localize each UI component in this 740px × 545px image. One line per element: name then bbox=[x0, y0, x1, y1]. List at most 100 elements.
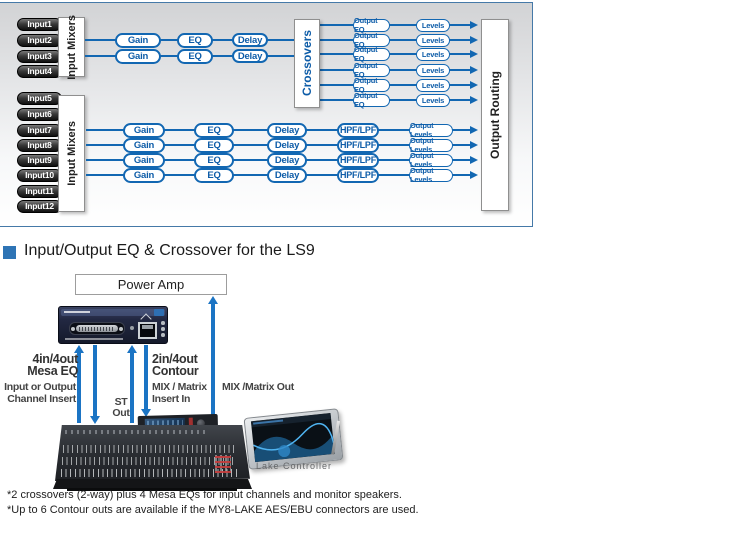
input-badge: Input6 bbox=[17, 107, 62, 121]
card-led bbox=[161, 333, 165, 337]
delay-block: Delay bbox=[267, 137, 307, 153]
output-routing-label: Output Routing bbox=[488, 71, 502, 159]
arrow-line bbox=[93, 345, 97, 416]
connector-pins bbox=[76, 325, 118, 332]
output-levels-block: Output Levels bbox=[409, 121, 453, 139]
arrow-up-icon bbox=[208, 296, 218, 304]
connector-pin-dots bbox=[79, 326, 115, 331]
eq-block: EQ bbox=[177, 48, 213, 64]
delay-block: Delay bbox=[267, 152, 307, 168]
eq-block: EQ bbox=[177, 32, 213, 48]
console-body bbox=[55, 425, 250, 481]
card-print bbox=[65, 337, 123, 340]
delay-block: Delay bbox=[267, 122, 307, 138]
eq-block: EQ bbox=[194, 122, 234, 138]
mesa-eq-label-line1: 4in/4out bbox=[32, 352, 78, 366]
delay-block: Delay bbox=[232, 49, 268, 63]
hpf-lpf-block: HPF/LPF bbox=[337, 122, 379, 138]
levels-block: Levels bbox=[416, 78, 450, 92]
crossovers-box: Crossovers bbox=[294, 19, 320, 108]
hpf-lpf-block: HPF/LPF bbox=[337, 167, 379, 183]
hpf-lpf-block: HPF/LPF bbox=[337, 152, 379, 168]
input-badge: Input3 bbox=[17, 49, 62, 63]
crossovers-label: Crossovers bbox=[300, 30, 314, 97]
input-mixers-box-2: Input Mixers bbox=[58, 95, 85, 212]
card-logo-badge bbox=[154, 309, 164, 316]
arrow-up-icon bbox=[74, 345, 84, 353]
arrow-line bbox=[77, 353, 81, 423]
arrowhead-icon bbox=[470, 80, 478, 89]
output-levels-block: Output Levels bbox=[409, 151, 453, 169]
arrowhead-icon bbox=[470, 20, 478, 29]
console-knob-row bbox=[65, 430, 205, 434]
signal-line bbox=[320, 39, 470, 41]
gain-block: Gain bbox=[123, 122, 165, 138]
card-led bbox=[161, 327, 165, 331]
console-button-cluster bbox=[215, 455, 231, 473]
console-fader-row bbox=[63, 445, 235, 453]
arrowhead-icon bbox=[470, 170, 478, 179]
mix-matrix-insert-label-line2: Insert In bbox=[152, 393, 191, 405]
eq-block: EQ bbox=[194, 167, 234, 183]
tablet-screen-graphics bbox=[250, 412, 335, 463]
contour-label-line1: 2in/4out bbox=[152, 352, 198, 366]
output-levels-block: Output Levels bbox=[409, 136, 453, 154]
output-levels-block: Output Levels bbox=[409, 166, 453, 184]
hpf-lpf-block: HPF/LPF bbox=[337, 137, 379, 153]
gain-block: Gain bbox=[123, 167, 165, 183]
eq-block: EQ bbox=[194, 137, 234, 153]
card-led bbox=[161, 321, 165, 325]
input-badge: Input2 bbox=[17, 33, 62, 47]
multipin-connector bbox=[69, 322, 125, 335]
footnote-2: *Up to 6 Contour outs are available if t… bbox=[7, 504, 419, 516]
eq-block: EQ bbox=[194, 152, 234, 168]
arrowhead-icon bbox=[470, 155, 478, 164]
st-out-label-line2: Out bbox=[112, 407, 130, 419]
input-mixers-label: Input Mixers bbox=[65, 121, 78, 186]
input-badge: Input11 bbox=[17, 184, 62, 198]
signal-line bbox=[320, 24, 470, 26]
signal-flow-panel: Input1 Input2 Input3 Input4 Input5 Input… bbox=[0, 2, 533, 227]
arrowhead-icon bbox=[470, 95, 478, 104]
card-print bbox=[64, 311, 90, 313]
output-eq-block: Output EQ bbox=[353, 91, 390, 109]
output-eq-block: Output EQ bbox=[353, 61, 390, 79]
gain-block: Gain bbox=[115, 32, 161, 48]
input-badge: Input10 bbox=[17, 168, 62, 182]
power-amp-box: Power Amp bbox=[75, 274, 227, 295]
heading-bullet-icon bbox=[3, 246, 16, 259]
input-mixers-label: Input Mixers bbox=[65, 14, 78, 80]
delay-block: Delay bbox=[267, 167, 307, 183]
levels-block: Levels bbox=[416, 47, 450, 61]
channel-insert-label-line2: Channel Insert bbox=[7, 393, 76, 405]
input-badge: Input8 bbox=[17, 138, 62, 152]
arrowhead-icon bbox=[470, 65, 478, 74]
arrowhead-icon bbox=[470, 35, 478, 44]
my8-lake-card bbox=[58, 306, 168, 344]
arrow-line bbox=[144, 345, 148, 409]
card-top-strip bbox=[61, 309, 165, 316]
delay-block: Delay bbox=[232, 33, 268, 47]
console-fader-row bbox=[62, 457, 237, 465]
input-mixers-box-1: Input Mixers bbox=[58, 14, 85, 80]
arrow-down-icon bbox=[141, 409, 151, 417]
signal-line bbox=[320, 84, 470, 86]
arrow-up-icon bbox=[127, 345, 137, 353]
mix-matrix-out-label: MIX /Matrix Out bbox=[222, 381, 294, 393]
signal-line bbox=[320, 99, 470, 101]
levels-block: Levels bbox=[416, 63, 450, 77]
levels-block: Levels bbox=[416, 33, 450, 47]
input-badge: Input5 bbox=[17, 91, 62, 105]
ls9-console bbox=[53, 413, 252, 491]
signal-line bbox=[320, 69, 470, 71]
console-fader-row bbox=[61, 469, 239, 477]
console-foot bbox=[67, 488, 237, 491]
lake-controller-label: Lake Controller bbox=[256, 461, 333, 471]
input-badge: Input12 bbox=[17, 199, 62, 213]
output-eq-block: Output EQ bbox=[353, 16, 390, 34]
levels-block: Levels bbox=[416, 93, 450, 107]
arrowhead-icon bbox=[470, 125, 478, 134]
gain-block: Gain bbox=[123, 137, 165, 153]
rj45-pins bbox=[142, 325, 153, 329]
